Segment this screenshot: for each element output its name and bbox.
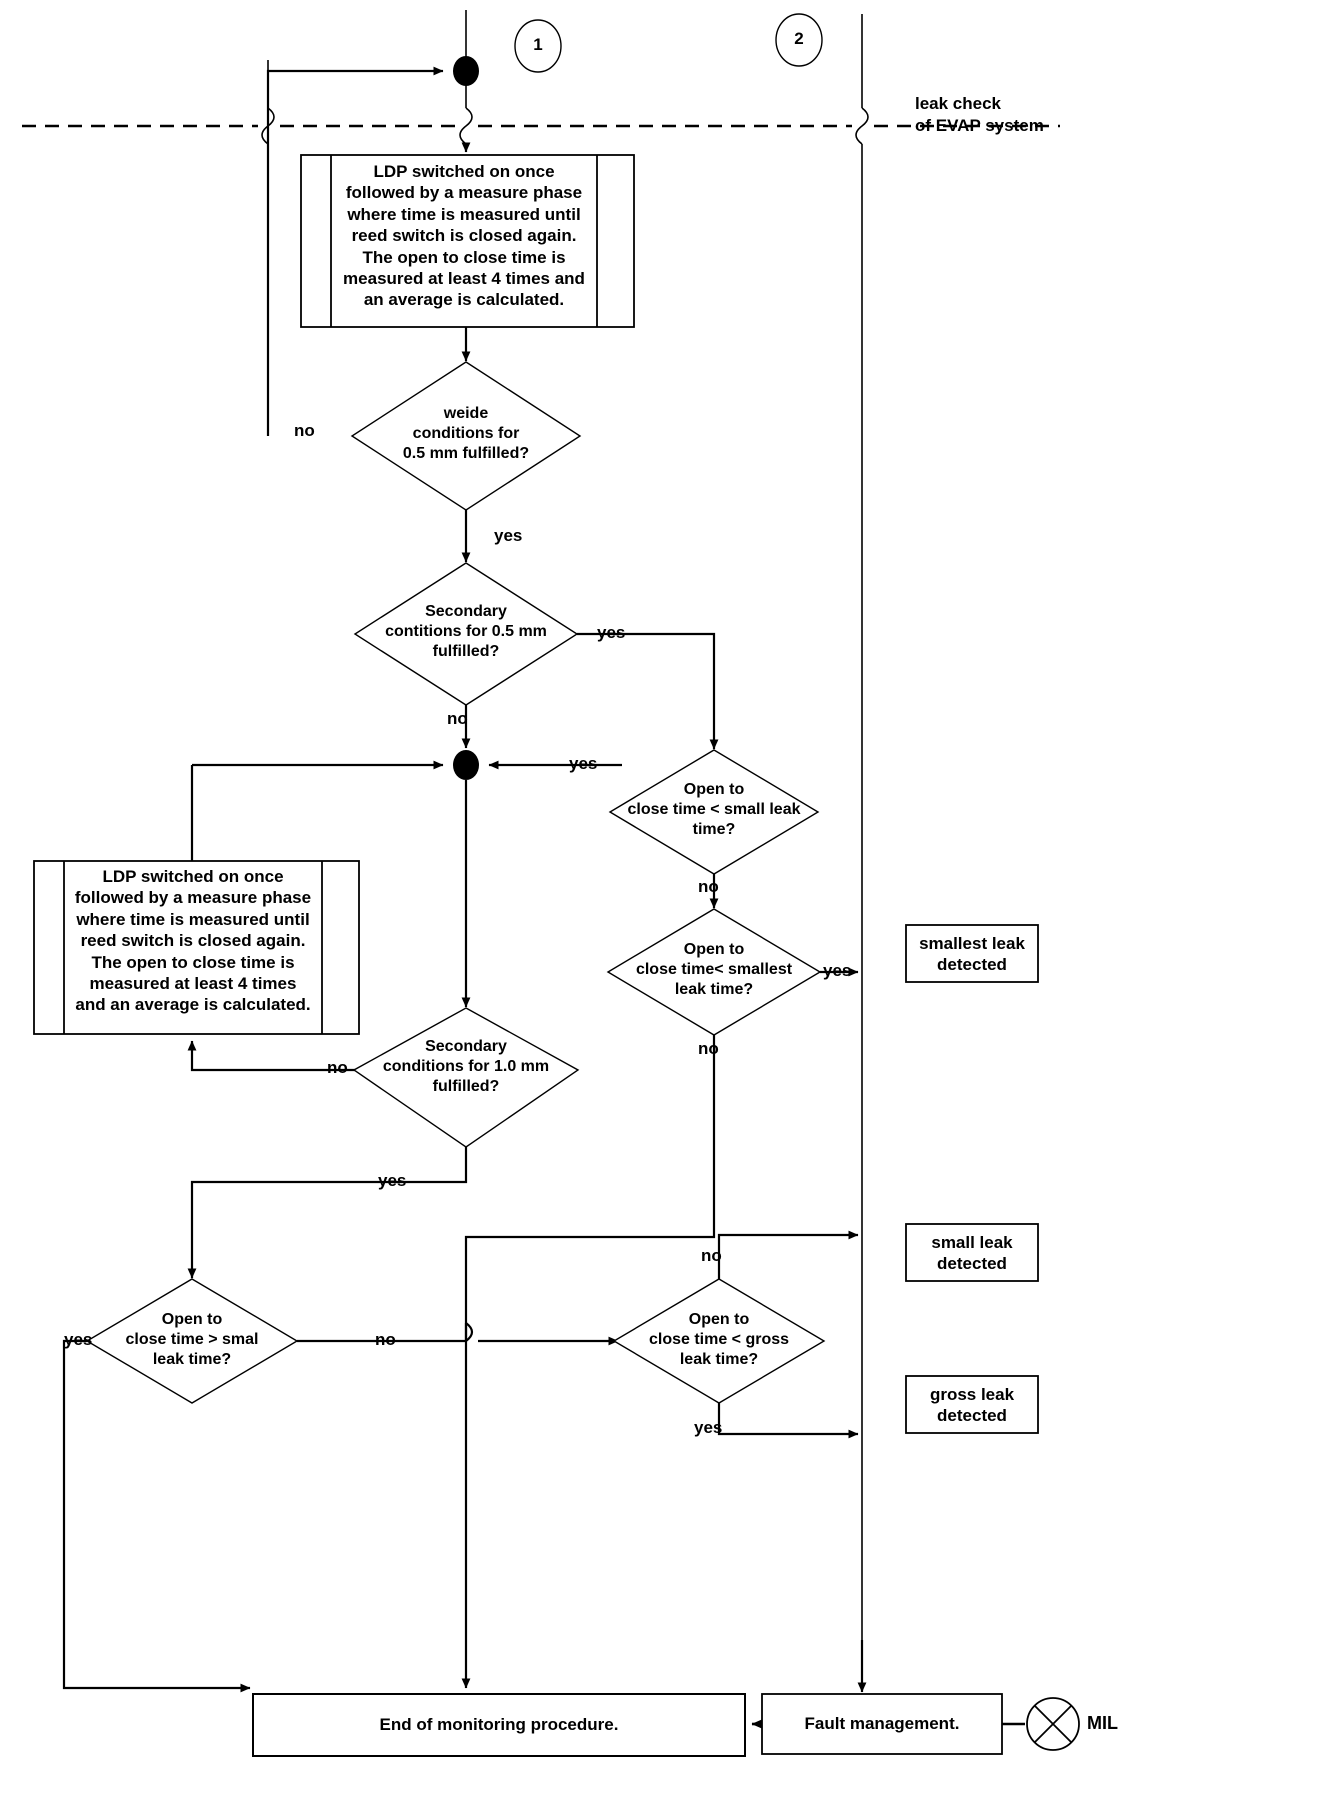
edge-label-yes-secondary-10: yes	[378, 1171, 407, 1190]
edge-greatersmall-yes	[62, 1339, 251, 1693]
decision-open-close-gross-leak-shape	[612, 1278, 826, 1404]
mil-terminator-label: MIL	[1087, 1713, 1118, 1733]
edge-label-yes-smallest-leak: yes	[823, 961, 852, 980]
process-end-of-monitoring-shape	[252, 1693, 746, 1757]
mil-terminator-shape	[1026, 1697, 1080, 1751]
edge-label-yes-small-leak: yes	[569, 754, 598, 773]
edge-label-yes-secondary-05: yes	[597, 623, 626, 642]
edge-label-no-secondary-10: no	[327, 1058, 348, 1077]
edge-label-yes-gross-leak: yes	[694, 1418, 723, 1437]
result-small-leak-detected-shape	[905, 1223, 1039, 1282]
edge-label-no-smallest-leak: no	[698, 1039, 719, 1058]
result-smallest-leak-detected-shape	[905, 924, 1039, 983]
edge-smallestleak-no	[461, 1035, 716, 1689]
decision-secondary-conditions-10-shape	[352, 1007, 580, 1148]
process-ldp-measure-2-shape	[33, 860, 360, 1035]
phase-separator-note: leak check of EVAP system	[915, 94, 1044, 136]
edge-secondary10-yes	[187, 1147, 468, 1279]
edge-secondary10-no	[187, 1040, 355, 1072]
edge-grossleak-no	[717, 1230, 859, 1279]
connector-badge-1: 1	[533, 35, 543, 54]
lifeline-right-break	[855, 107, 869, 145]
decision-open-close-smallest-leak-shape	[606, 908, 822, 1036]
edge-label-no-small-leak: no	[698, 877, 719, 896]
edge-label-no-gross-leak: no	[701, 1246, 722, 1265]
edge-label-no-weide: no	[294, 421, 315, 440]
result-gross-leak-detected-shape	[905, 1375, 1039, 1434]
edge-secondary05-yes	[577, 632, 719, 750]
decision-open-close-small-leak-shape	[608, 749, 820, 875]
edge-label-yes-greater-small: yes	[64, 1330, 93, 1349]
second-merge-node	[453, 750, 479, 780]
lifeline-center-break	[459, 107, 473, 145]
decision-open-close-greater-small-shape	[85, 1278, 299, 1404]
edge-weide-no-loop	[266, 66, 444, 436]
edge-label-no-greater-small: no	[375, 1330, 396, 1349]
connector-badge-1-circle	[514, 19, 562, 73]
edge-label-no-secondary-05: no	[447, 709, 468, 728]
top-merge-node	[453, 56, 479, 86]
connector-badge-2: 2	[794, 29, 804, 48]
process-fault-management-shape	[761, 1693, 1003, 1755]
connector-badge-2-circle	[775, 13, 823, 67]
decision-weide-conditions-05-shape	[350, 361, 582, 511]
edge-greatersmall-no-jump	[464, 1322, 474, 1342]
decision-secondary-conditions-05-shape	[353, 562, 579, 706]
edge-grossleak-yes	[717, 1403, 859, 1439]
edge-label-yes-weide: yes	[494, 526, 523, 545]
process-ldp-measure-1-shape	[300, 154, 635, 328]
